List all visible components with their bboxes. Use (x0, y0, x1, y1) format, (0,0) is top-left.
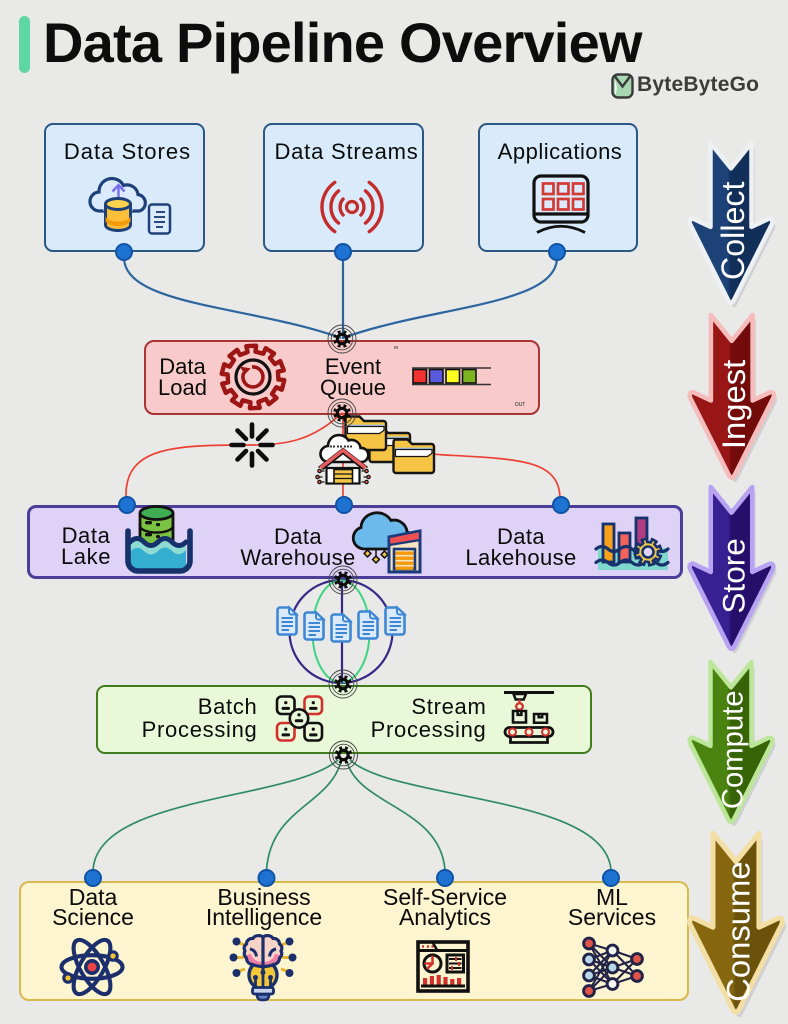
svg-text:Store: Store (715, 538, 751, 614)
svg-text:Collect: Collect (715, 182, 751, 280)
svg-text:Consume: Consume (720, 861, 757, 1001)
svg-text:Compute: Compute (716, 690, 749, 809)
svg-text:Ingest: Ingest (715, 360, 752, 449)
